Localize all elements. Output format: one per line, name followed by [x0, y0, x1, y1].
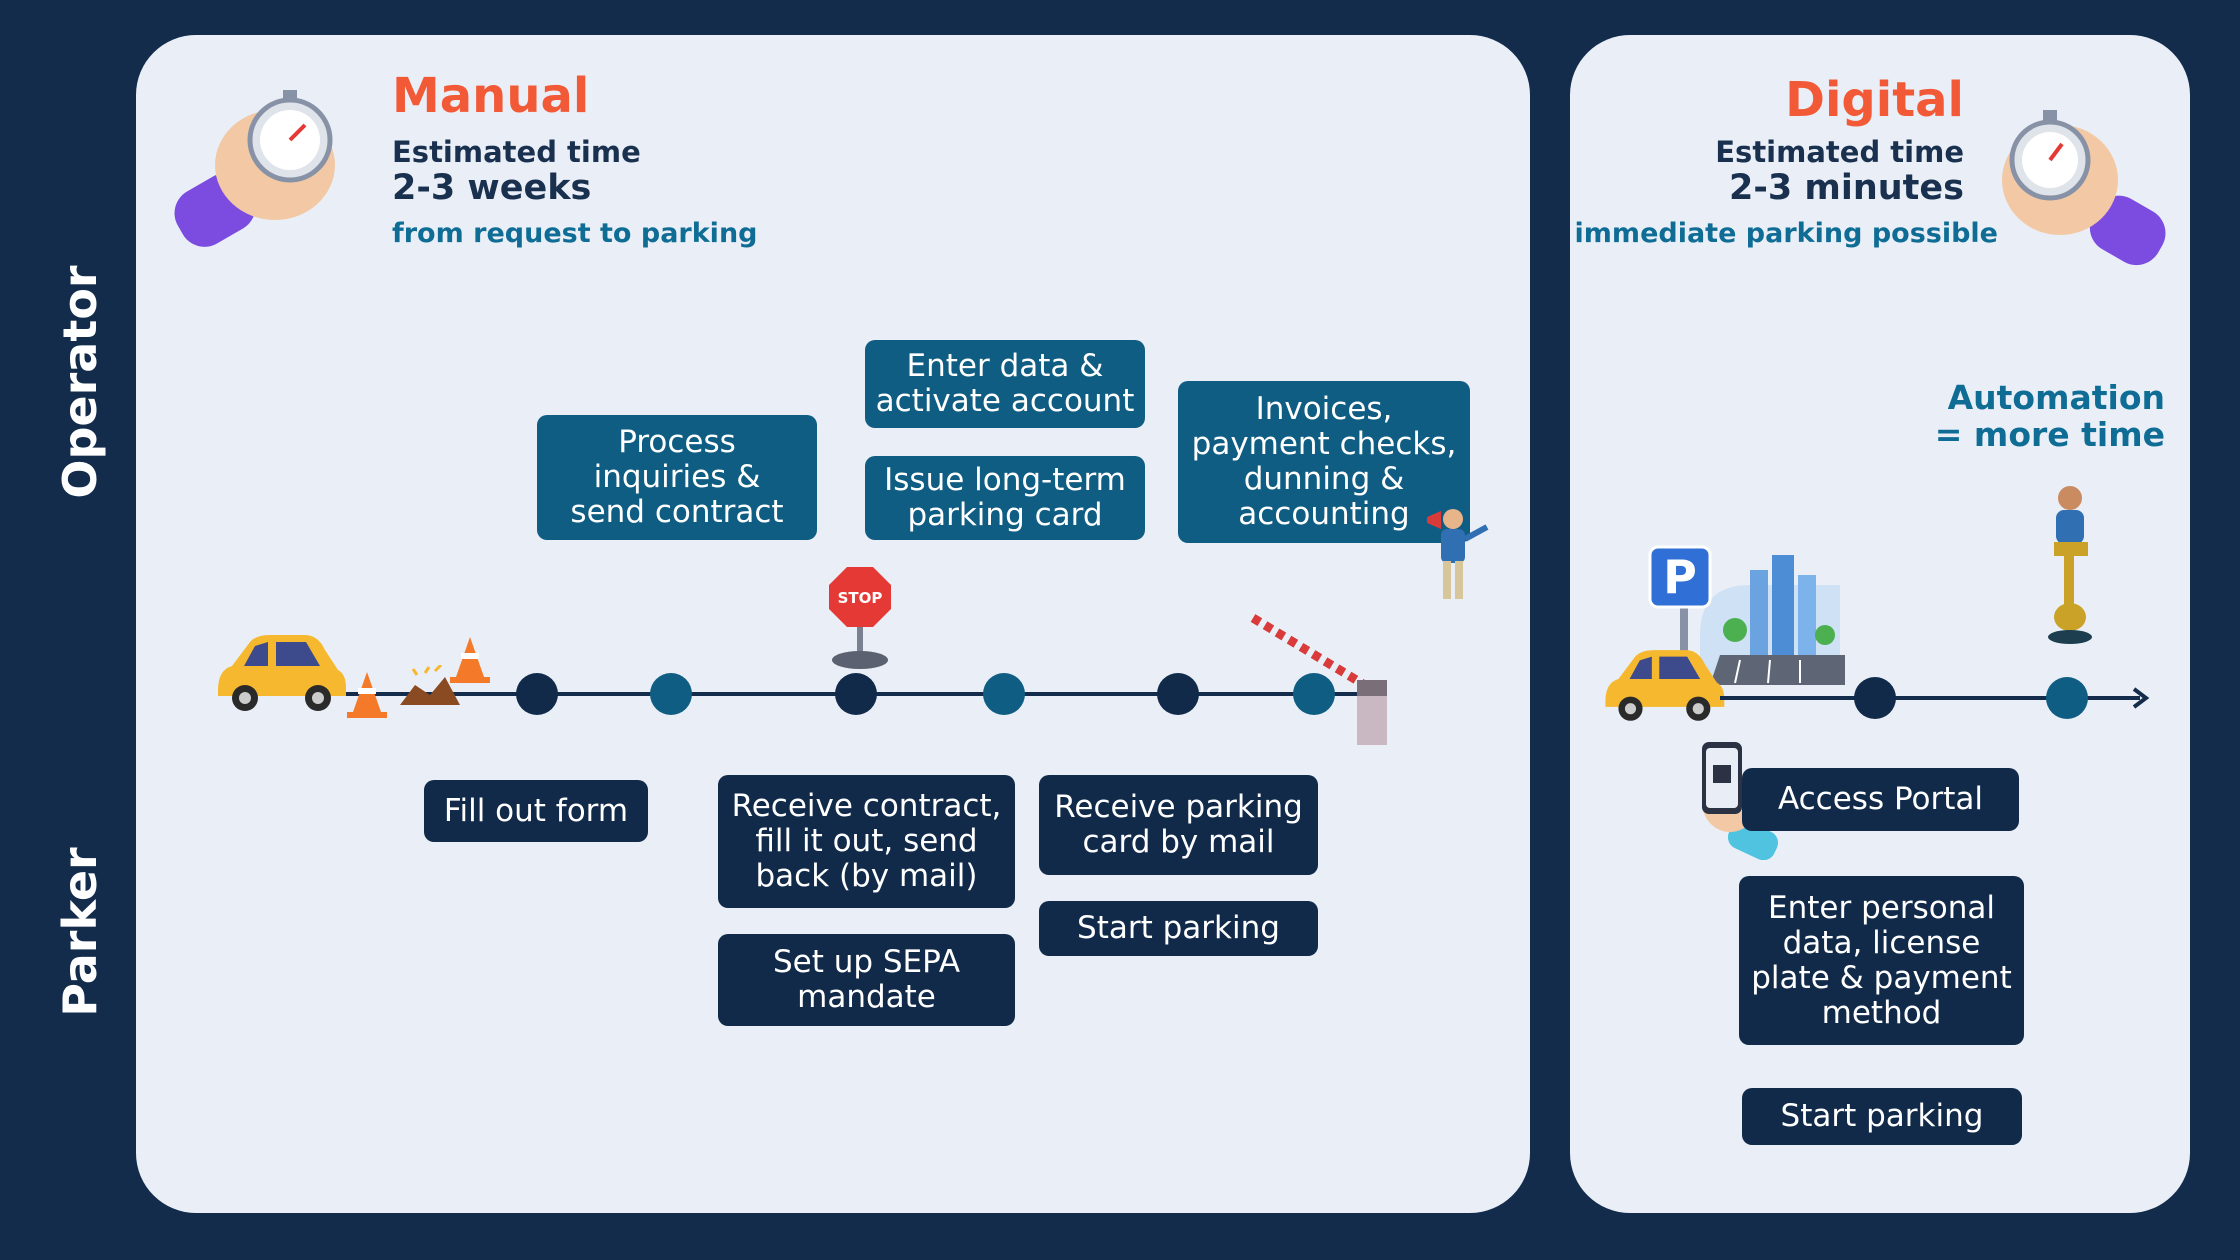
timeline-node — [1293, 673, 1335, 715]
parker-step-fill-out-form: Fill out form — [424, 780, 648, 842]
automation-line-2: = more time — [1934, 415, 2165, 454]
arrow-head-icon — [2132, 687, 2150, 709]
digital-step-start-parking: Start parking — [1742, 1088, 2022, 1145]
timeline-node — [1157, 673, 1199, 715]
traffic-cone-icon — [450, 637, 490, 683]
parking-sign-icon: P — [1648, 545, 1845, 685]
digital-title: Digital — [1785, 72, 1964, 128]
lane-label-parker: Parker — [53, 847, 107, 1017]
operator-step-issue-card: Issue long-term parking card — [865, 456, 1145, 540]
parking-sign-text: P — [1663, 550, 1697, 604]
broken-road-icon — [400, 665, 460, 705]
parker-step-sepa-mandate: Set up SEPA mandate — [718, 934, 1015, 1026]
manual-duration: 2-3 weeks — [392, 168, 592, 208]
stopwatch-hand-icon — [174, 90, 335, 247]
relaxed-person-icon — [2048, 486, 2092, 644]
parker-step-receive-contract: Receive contract, fill it out, send back… — [718, 775, 1015, 908]
automation-line-1: Automation — [1947, 378, 2165, 417]
timeline-node — [983, 673, 1025, 715]
manual-note: from request to parking — [392, 218, 758, 249]
manual-estimated-label: Estimated time — [392, 135, 641, 169]
barrier-gate-icon — [1250, 614, 1387, 745]
traffic-cone-icon — [347, 672, 387, 718]
digital-step-enter-personal-data: Enter personal data, license plate & pay… — [1739, 876, 2024, 1045]
parker-step-receive-card: Receive parking card by mail — [1039, 775, 1318, 875]
lane-label-operator: Operator — [53, 265, 107, 499]
timeline-node — [650, 673, 692, 715]
digital-duration: 2-3 minutes — [1728, 168, 1964, 208]
stop-sign-icon: STOP — [829, 567, 891, 669]
car-icon — [218, 635, 346, 711]
stopwatch-hand-icon — [2002, 110, 2166, 266]
timeline-node — [2046, 677, 2088, 719]
person-megaphone-icon — [1427, 509, 1489, 599]
timeline-node — [835, 673, 877, 715]
parker-step-start-parking: Start parking — [1039, 901, 1318, 956]
stop-sign-text: STOP — [838, 589, 883, 607]
manual-title: Manual — [392, 68, 590, 124]
digital-note: immediate parking possible — [1574, 218, 1998, 249]
operator-step-invoices: Invoices, payment checks, dunning & acco… — [1178, 381, 1470, 543]
timeline-node — [516, 673, 558, 715]
operator-step-enter-data: Enter data & activate account — [865, 340, 1145, 428]
operator-step-process-inquiries: Process inquiries & send contract — [537, 415, 817, 540]
digital-step-access-portal: Access Portal — [1742, 768, 2019, 831]
car-icon — [1605, 650, 1725, 721]
timeline-node — [1854, 677, 1896, 719]
digital-timeline — [1720, 696, 2140, 700]
digital-estimated-label: Estimated time — [1715, 135, 1964, 169]
